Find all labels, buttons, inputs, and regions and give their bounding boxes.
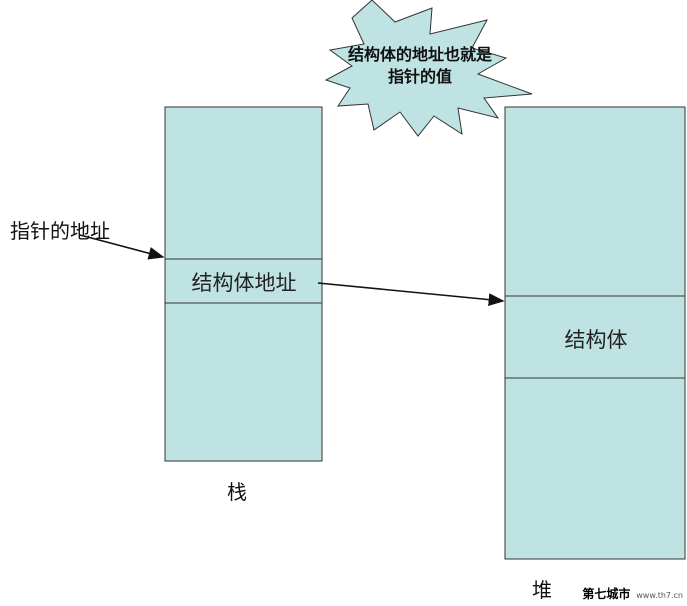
stack-rect xyxy=(164,106,323,462)
stack-block: 结构体地址 xyxy=(164,106,323,462)
watermark-url: www.th7.cn xyxy=(636,591,683,600)
burst-text-line2: 指针的值 xyxy=(388,67,452,86)
stack-to-heap-arrow xyxy=(317,282,505,306)
watermark: 第七城市 www.th7.cn xyxy=(582,585,683,602)
callout-burst: 结构体的地址也就是 指针的值 xyxy=(324,0,533,137)
stack-caption: 栈 xyxy=(227,480,247,504)
burst-shape xyxy=(324,0,533,137)
stack-cell-label: 结构体地址 xyxy=(192,271,297,295)
heap-rect xyxy=(504,106,686,560)
heap-caption: 堆 xyxy=(532,578,552,602)
watermark-name: 第七城市 xyxy=(582,587,631,601)
pointer-to-stack-arrow xyxy=(79,234,165,260)
heap-cell-label: 结构体 xyxy=(565,328,628,352)
burst-text-line1: 结构体的地址也就是 xyxy=(347,45,492,64)
heap-block: 结构体 xyxy=(504,106,686,560)
